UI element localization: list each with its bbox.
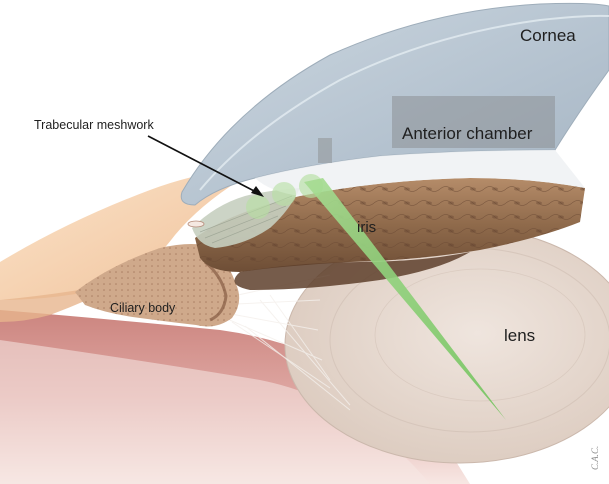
label-lens: lens: [504, 326, 535, 345]
label-cornea: Cornea: [520, 26, 576, 45]
label-trabecular-meshwork: Trabecular meshwork: [34, 118, 154, 132]
artist-signature: C.A.C.: [590, 446, 600, 470]
label-iris: iris: [357, 219, 376, 236]
label-anterior-chamber: Anterior chamber: [402, 124, 533, 143]
label-ciliary-body: Ciliary body: [110, 301, 176, 315]
